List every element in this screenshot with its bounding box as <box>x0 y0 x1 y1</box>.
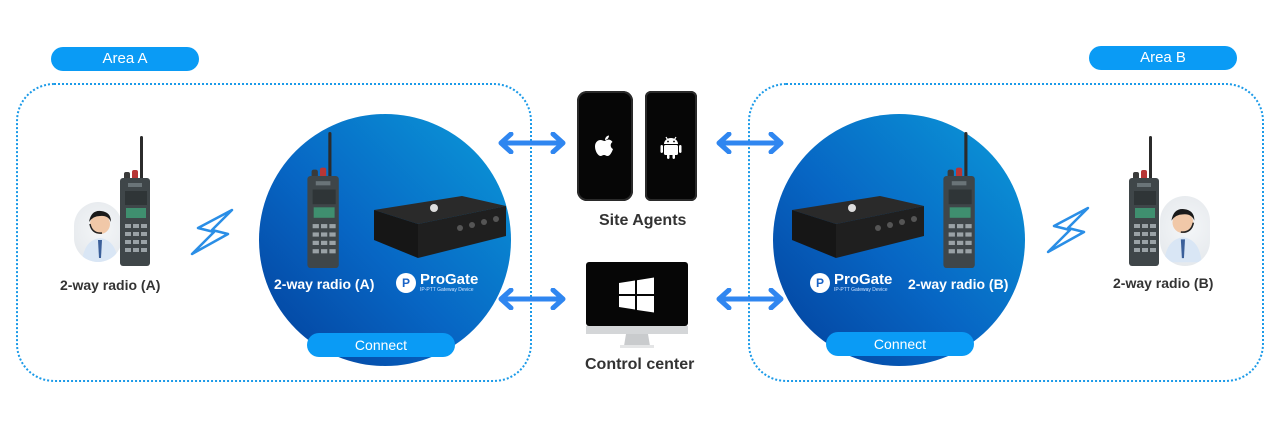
wireless-signal-icon <box>1046 206 1090 254</box>
progate-device-b-icon <box>792 196 924 258</box>
progate-brand-subtitle: IP-PTT Gateway Device <box>834 287 888 293</box>
area-b-region <box>748 83 1264 382</box>
progate-brand-b: P ProGate IP-PTT Gateway Device <box>810 271 893 293</box>
control-center-monitor-icon <box>586 262 688 348</box>
progate-logo-icon: P <box>396 273 416 293</box>
progate-device-a-icon <box>374 196 506 258</box>
bidirectional-arrow-icon <box>498 132 566 154</box>
bidirectional-arrow-icon <box>716 288 784 310</box>
gateway-radio-b-label: 2-way radio (B) <box>908 276 1009 292</box>
progate-brand-a: P ProGate IP-PTT Gateway Device <box>396 271 479 293</box>
progate-brand-name: ProGate <box>420 271 479 288</box>
area-a-region <box>16 83 532 382</box>
connect-button-a[interactable]: Connect <box>307 333 455 357</box>
gateway-radio-b-icon <box>943 132 975 268</box>
wireless-signal-icon <box>190 208 234 256</box>
gateway-radio-a-icon <box>307 132 339 268</box>
operator-icon <box>1164 209 1202 263</box>
control-center-label: Control center <box>585 356 695 373</box>
radio-a-icon <box>120 136 150 266</box>
radio-b-icon <box>1129 136 1159 266</box>
connect-button-b[interactable]: Connect <box>826 332 974 356</box>
site-agents-label: Site Agents <box>599 212 687 229</box>
iphone-device <box>577 91 633 201</box>
progate-brand-name: ProGate <box>834 271 893 288</box>
apple-icon <box>595 135 613 156</box>
windows-icon <box>619 277 654 313</box>
android-icon <box>660 136 682 159</box>
area-a-badge: Area A <box>51 47 199 71</box>
radio-b-label: 2-way radio (B) <box>1113 275 1214 291</box>
area-b-badge: Area B <box>1089 46 1237 70</box>
progate-logo-icon: P <box>810 273 830 293</box>
operator-icon <box>82 210 118 262</box>
radio-a-label: 2-way radio (A) <box>60 277 161 293</box>
operator-avatar-a <box>74 202 122 262</box>
bidirectional-arrow-icon <box>498 288 566 310</box>
gateway-radio-a-label: 2-way radio (A) <box>274 276 375 292</box>
operator-avatar-b <box>1160 196 1210 266</box>
progate-brand-subtitle: IP-PTT Gateway Device <box>420 287 474 293</box>
android-device <box>645 91 697 201</box>
bidirectional-arrow-icon <box>716 132 784 154</box>
